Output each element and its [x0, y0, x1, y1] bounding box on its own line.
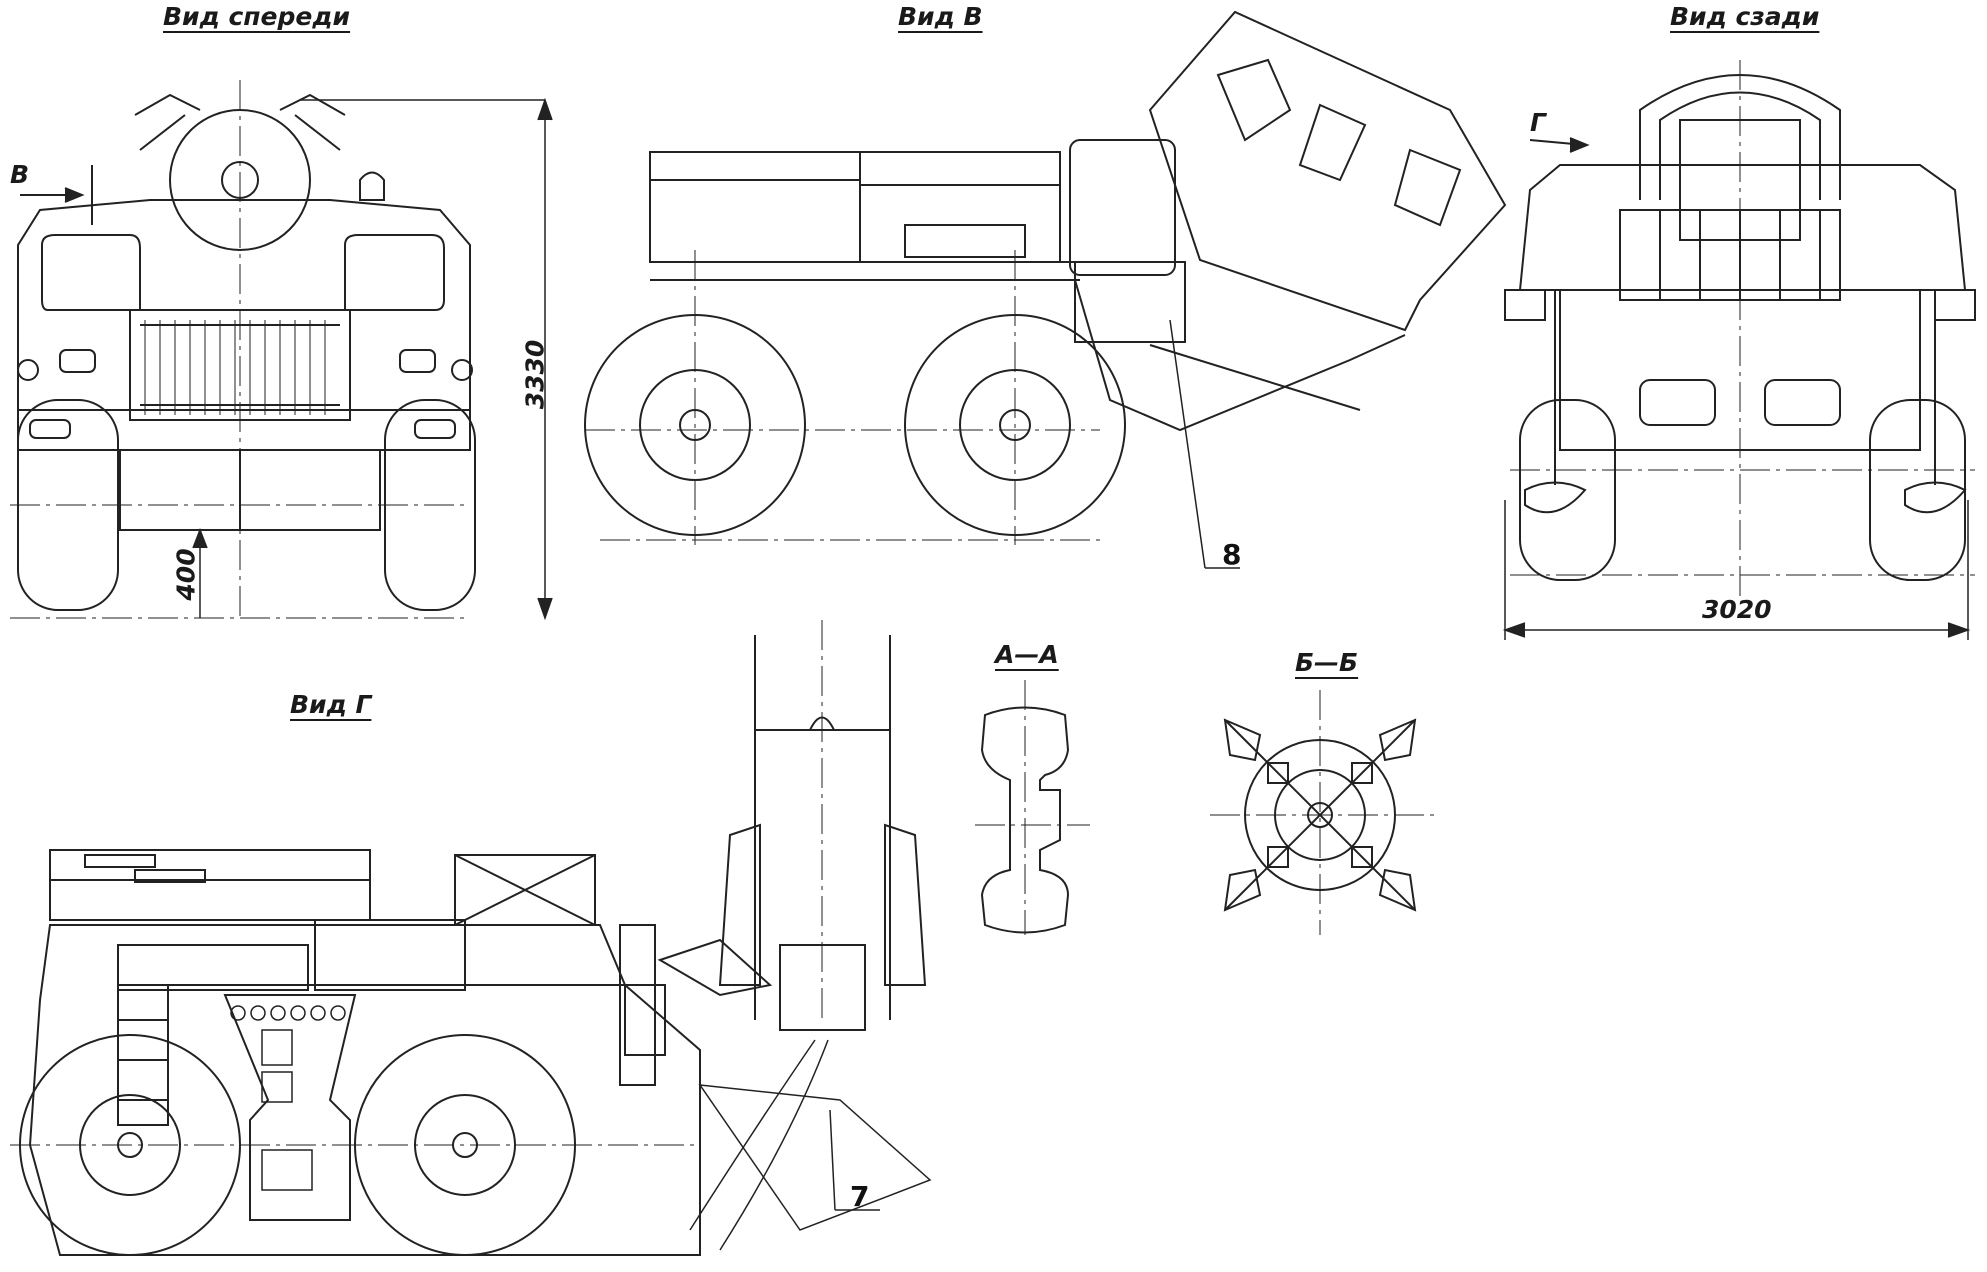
reference-number-7: 7: [850, 1180, 870, 1213]
rear-view-drawing: [1504, 60, 1976, 600]
height-dimension-label: 3330: [520, 339, 550, 410]
arrow-label-g: Г: [1530, 108, 1546, 137]
arrow-label-v: В: [10, 160, 30, 189]
width-dimension-label: 3020: [1702, 595, 1772, 624]
view-g-drawing: [10, 620, 932, 1256]
section-aa-title: А—А: [995, 640, 1059, 669]
clearance-dimension-label: 400: [171, 548, 201, 601]
front-view-drawing: [10, 80, 476, 620]
view-b-title: Вид В: [898, 2, 983, 31]
section-bb-drawing: [1210, 690, 1435, 935]
dimension-width-line: [1502, 500, 1971, 640]
section-bb-title: Б—Б: [1295, 648, 1359, 677]
section-aa-drawing: [975, 680, 1090, 935]
reference-number-8: 8: [1222, 538, 1242, 571]
front-view-title: Вид спереди: [163, 2, 351, 31]
view-b-drawing: [584, 10, 1507, 569]
rear-view-title: Вид сзади: [1670, 2, 1820, 31]
view-direction-arrows: [20, 137, 1590, 203]
view-g-title: Вид Г: [290, 690, 372, 719]
dimension-height-line: [192, 97, 553, 621]
